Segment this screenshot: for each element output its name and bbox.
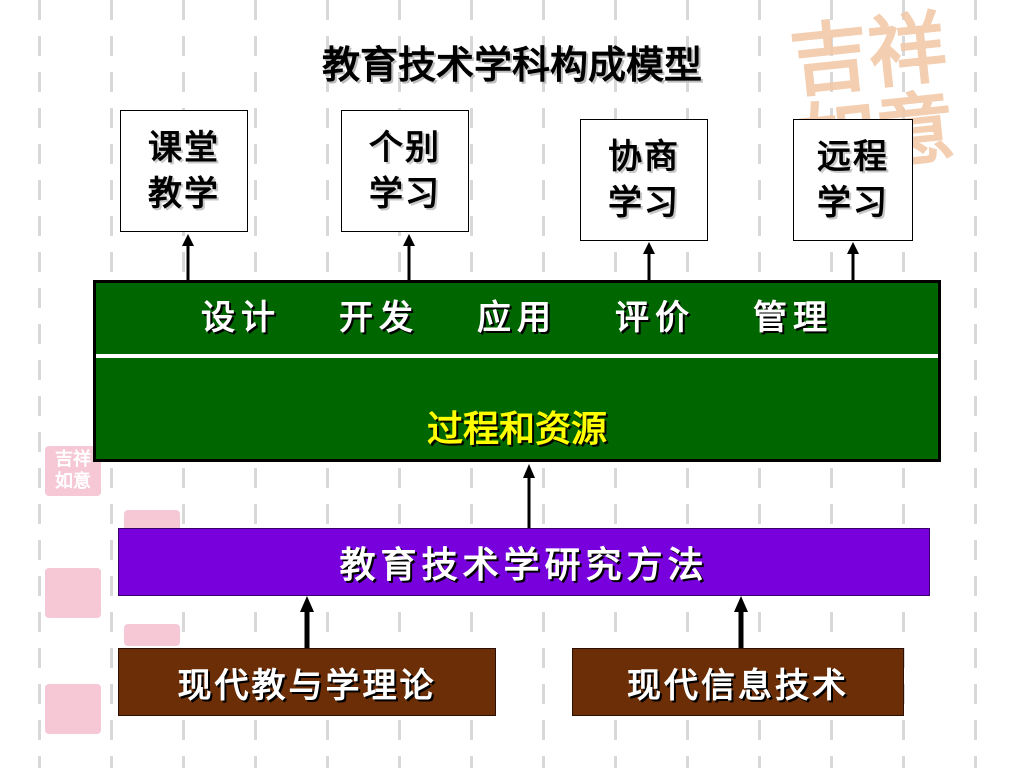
arrowhead	[523, 464, 535, 478]
operation-design: 设计	[201, 298, 281, 338]
box-line: 学习	[817, 183, 889, 223]
stamp-text: 吉祥如意	[55, 449, 91, 492]
stamp-watermark: 吉祥如意	[45, 446, 101, 496]
box-line: 教学	[148, 174, 220, 214]
arrowhead	[182, 234, 194, 246]
operation-apply: 应用	[477, 298, 557, 338]
box-line: 协商	[608, 137, 680, 177]
box-line: 学习	[369, 174, 441, 214]
operations-row: 设计 开发 应用 评价 管理	[96, 290, 938, 339]
arrowhead	[403, 234, 415, 246]
arrowhead	[734, 596, 748, 612]
page-title: 教育技术学科构成模型	[321, 43, 702, 87]
operation-evaluate: 评价	[615, 298, 695, 338]
stamp-watermark	[45, 684, 101, 734]
operation-develop: 开发	[339, 298, 419, 338]
arrowhead	[300, 596, 314, 612]
foundation-information-technology: 现代信息技术	[572, 648, 904, 716]
box-line: 个别	[369, 128, 441, 168]
process-resources-panel	[93, 280, 941, 462]
panel-divider	[96, 354, 938, 358]
box-classroom-teaching: 课堂教学	[120, 110, 248, 232]
box-distance-learning: 远程学习	[793, 119, 913, 241]
box-line: 课堂	[148, 128, 220, 168]
process-resources-label: 过程和资源	[426, 409, 607, 450]
arrowhead	[847, 242, 859, 254]
foundation-learning-theory: 现代教与学理论	[118, 648, 496, 716]
box-line: 学习	[608, 183, 680, 223]
stamp-watermark	[45, 568, 101, 618]
box-individual-learning: 个别学习	[341, 110, 469, 232]
stamp-watermark	[124, 624, 180, 646]
foundation-label: 现代信息技术	[627, 665, 849, 706]
operation-manage: 管理	[753, 298, 833, 338]
box-collaborative-learning: 协商学习	[580, 119, 708, 241]
research-method-bar: 教育技术学研究方法	[118, 528, 930, 596]
box-line: 远程	[817, 137, 889, 177]
stamp-watermark	[124, 510, 180, 532]
research-method-label: 教育技术学研究方法	[339, 544, 709, 586]
foundation-label: 现代教与学理论	[177, 665, 437, 706]
arrowhead	[643, 242, 655, 254]
